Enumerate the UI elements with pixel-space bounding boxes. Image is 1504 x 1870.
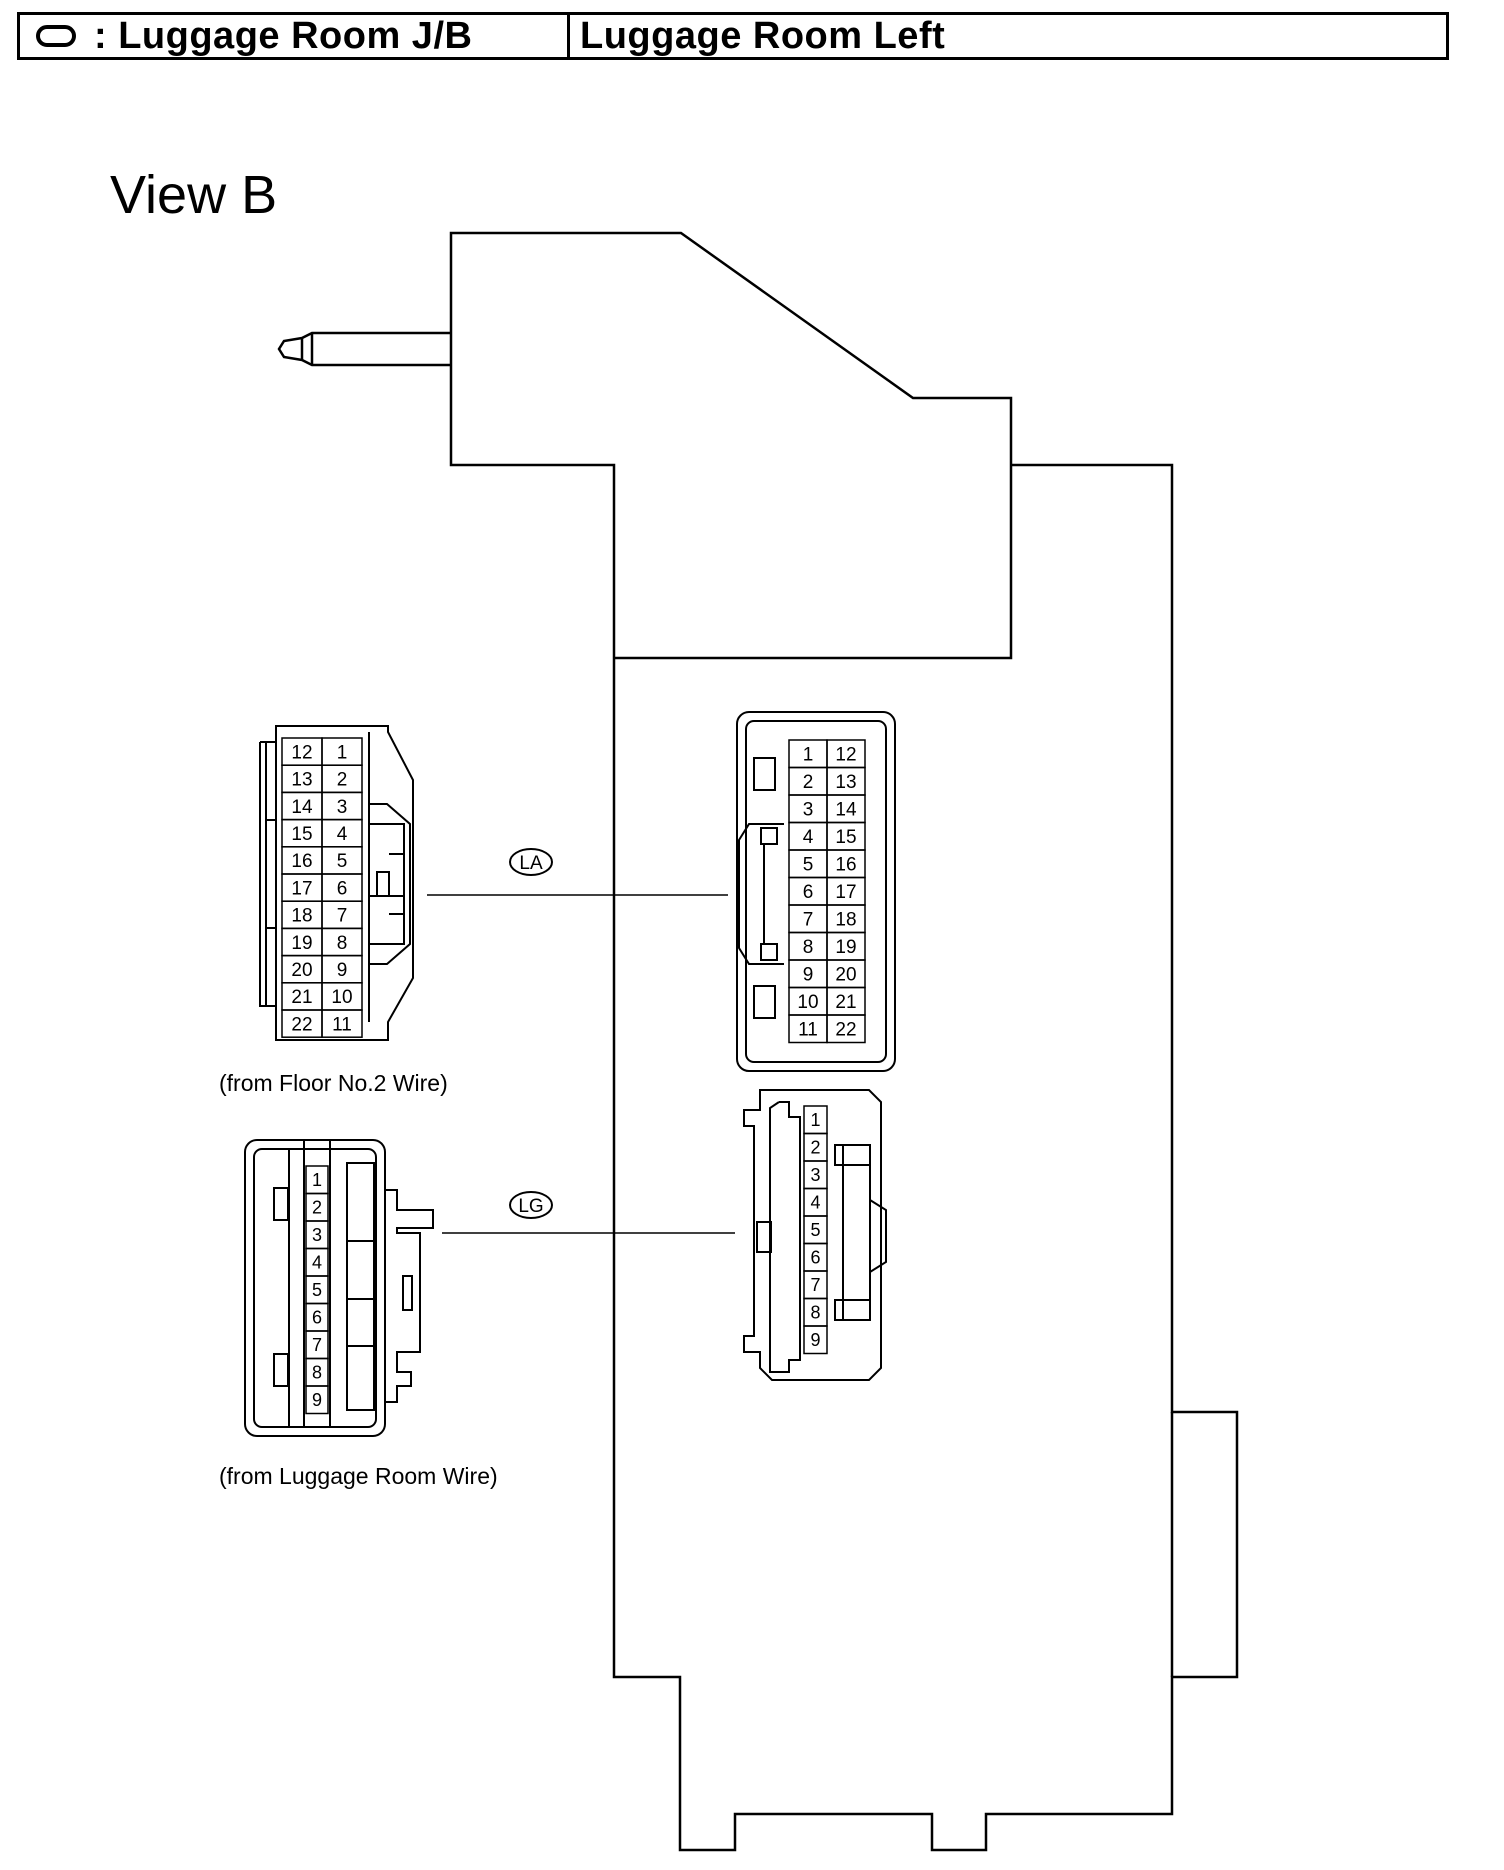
junction-block-outline	[277, 231, 1239, 1852]
la-wire-pin-number: 3	[337, 797, 348, 818]
lg-wire-pin-number: 7	[312, 1335, 322, 1355]
la-jb-pin-number: 9	[803, 965, 814, 986]
lg-jb-pin-cell	[803, 1325, 828, 1355]
lg-jb-pin-grid: 1 2 3 4 5 6 7 8 9	[803, 1105, 828, 1355]
lg-code-badge	[509, 1191, 553, 1219]
lg-jb-pin-number: 3	[810, 1165, 820, 1185]
lg-wire-pin-number: 9	[312, 1390, 322, 1410]
la-wire-pin-number: 17	[291, 878, 312, 899]
lg-wire-pin-cell	[305, 1385, 329, 1415]
la-jb-pin-number: 2	[803, 772, 814, 793]
lg-wire-pin-number: 5	[312, 1280, 322, 1300]
header-location-cell: Luggage Room Left	[570, 15, 1446, 57]
la-jb-pin-number: 11	[798, 1020, 818, 1041]
la-wire-pin-number: 18	[291, 906, 312, 927]
lg-wire-pin-grid: 1 2 3 4 5 6 7 8 9	[305, 1165, 329, 1415]
lg-jb-pin-number: 6	[810, 1248, 820, 1268]
oval-symbol-icon	[36, 25, 76, 47]
location-label: Luggage Room Left	[580, 14, 946, 57]
la-wire-pin-number: 19	[291, 933, 312, 954]
la-wire-pin-number: 14	[291, 797, 313, 818]
la-jb-pin-number: 13	[835, 772, 856, 793]
la-wire-pin-number: 2	[337, 770, 348, 791]
la-jb-pin-number: 10	[797, 992, 818, 1013]
lg-wire-connector-body	[244, 1139, 434, 1437]
lg-jb-pin-number: 5	[810, 1220, 820, 1240]
lg-caption: (from Luggage Room Wire)	[219, 1463, 498, 1489]
la-jb-pin-number: 7	[803, 910, 814, 931]
la-wire-pin-number: 1	[337, 742, 348, 763]
la-jb-pin-cell	[826, 1014, 866, 1044]
la-wire-pin-number: 22	[291, 1014, 312, 1035]
lg-jb-pin-number: 9	[810, 1330, 820, 1350]
la-wire-pin-number: 13	[291, 770, 312, 791]
la-jb-pin-number: 12	[835, 745, 856, 766]
la-jb-pin-number: 19	[835, 937, 856, 958]
la-wire-pin-number: 21	[291, 987, 312, 1008]
la-wire-connector-body	[259, 725, 414, 1041]
la-jb-pin-number: 5	[803, 855, 814, 876]
lg-wire-pin-number: 8	[312, 1363, 322, 1383]
la-jb-pin-number: 8	[803, 937, 814, 958]
lg-jb-pin-number: 7	[810, 1275, 820, 1295]
la-wire-pin-cell	[321, 1009, 363, 1038]
lg-jb-connector-body	[743, 1089, 887, 1381]
la-wire-pin-number: 20	[291, 960, 312, 981]
jb-label: : Luggage Room J/B	[94, 14, 473, 57]
la-jb-connector-body	[736, 711, 896, 1072]
view-title: View B	[110, 165, 277, 225]
la-code-badge	[509, 848, 553, 876]
la-wire-pin-grid: 12 1 13 2 14 3 15 4 16 5 17 6 18 7 19 8 20 9 21 10 22 11	[281, 737, 363, 1038]
la-jb-pin-number: 15	[835, 827, 856, 848]
la-wire-pin-number: 9	[337, 960, 348, 981]
lg-wire-pin-number: 6	[312, 1308, 322, 1328]
la-wire-pin-number: 10	[331, 987, 352, 1008]
la-jb-pin-number: 20	[835, 965, 856, 986]
la-wire-pin-number: 6	[337, 878, 348, 899]
la-jb-pin-number: 21	[835, 992, 856, 1013]
lg-jb-pin-number: 1	[810, 1110, 820, 1130]
la-jb-pin-number: 1	[803, 745, 814, 766]
lg-wire-pin-number: 4	[312, 1253, 322, 1273]
la-wire-pin-number: 5	[337, 851, 348, 872]
la-wire-pin-number: 16	[291, 851, 312, 872]
lg-jb-pin-number: 2	[810, 1138, 820, 1158]
la-jb-pin-number: 16	[835, 855, 856, 876]
lg-wire-pin-number: 3	[312, 1225, 322, 1245]
la-wire-pin-number: 15	[291, 824, 312, 845]
lg-wire-pin-number: 1	[312, 1170, 322, 1190]
header-bar: : Luggage Room J/B Luggage Room Left	[17, 12, 1449, 60]
la-caption: (from Floor No.2 Wire)	[219, 1070, 448, 1096]
la-jb-pin-number: 6	[803, 882, 814, 903]
la-wire-pin-number: 8	[337, 933, 348, 954]
lg-code-label: LG	[518, 1196, 543, 1217]
la-jb-pin-number: 14	[835, 800, 857, 821]
la-jb-pin-number: 4	[803, 827, 814, 848]
la-jb-pin-number: 3	[803, 800, 814, 821]
la-wire-pin-number: 7	[337, 906, 348, 927]
la-wire-pin-number: 4	[337, 824, 348, 845]
lg-wire-pin-number: 2	[312, 1198, 322, 1218]
la-code-label: LA	[519, 853, 543, 874]
la-wire-pin-number: 12	[291, 742, 312, 763]
la-jb-pin-number: 17	[835, 882, 856, 903]
lg-jb-pin-number: 4	[810, 1193, 820, 1213]
la-jb-pin-number: 18	[835, 910, 856, 931]
la-wire-pin-number: 11	[332, 1014, 352, 1035]
lg-jb-pin-number: 8	[810, 1303, 820, 1323]
header-jb-cell: : Luggage Room J/B	[20, 15, 570, 57]
la-jb-pin-number: 22	[835, 1020, 856, 1041]
